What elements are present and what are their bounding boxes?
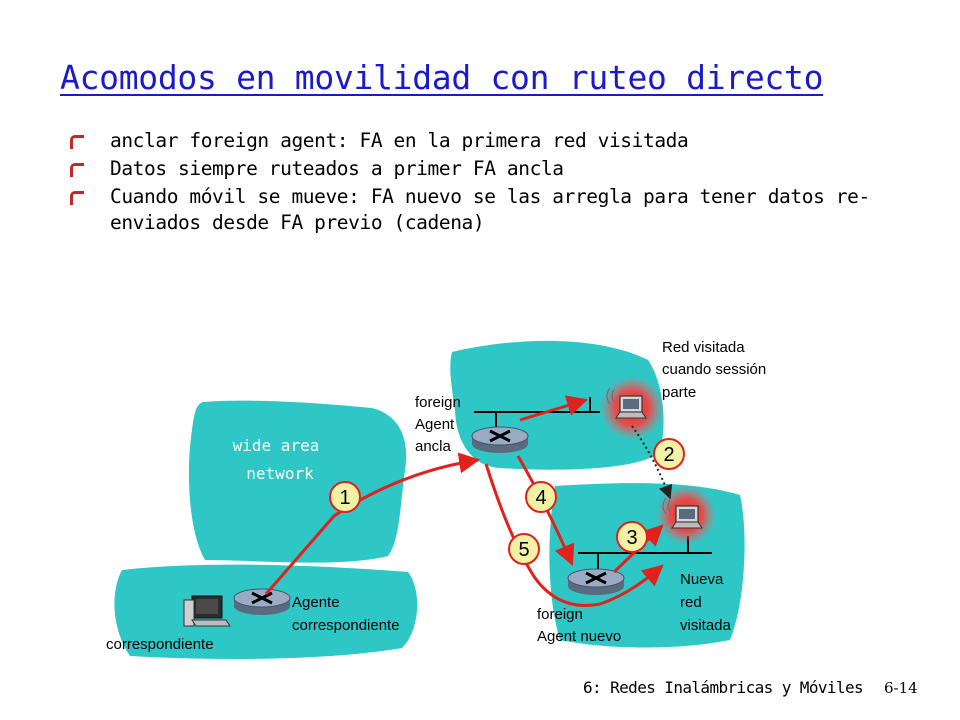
new-fa-label: Agent nuevo xyxy=(537,628,621,645)
footer-text: 6: Redes Inalámbricas y Móviles xyxy=(583,678,864,697)
wan-label: network xyxy=(246,464,314,483)
anchor-fa-label: foreign xyxy=(415,394,461,411)
new-router-icon xyxy=(567,568,625,595)
svg-text:2: 2 xyxy=(663,444,674,466)
correspondent-label: correspondiente xyxy=(106,636,214,653)
step-badge-4: 4 xyxy=(525,481,557,513)
step-badge-1: 1 xyxy=(329,481,361,513)
new-network-label: visitada xyxy=(680,617,732,634)
visited-network-label: Red visitada xyxy=(662,339,745,356)
bullet-list: anclar foreign agent: FA en la primera r… xyxy=(70,128,930,238)
correspondent-computer-icon xyxy=(183,595,231,627)
bullet-item: anclar foreign agent: FA en la primera r… xyxy=(70,128,930,154)
new-fa-label: foreign xyxy=(537,606,583,623)
bullet-item: Datos siempre ruteados a primer FA ancla xyxy=(70,156,930,182)
mobile-laptop-old-icon xyxy=(606,387,647,419)
bullet-icon xyxy=(70,135,84,149)
svg-text:3: 3 xyxy=(626,527,637,549)
bullet-icon xyxy=(70,191,84,205)
slide-title: Acomodos en movilidad con ruteo directo xyxy=(60,58,824,97)
page-number: 6-14 xyxy=(884,679,918,697)
step-badge-5: 5 xyxy=(508,533,540,565)
step-badge-2: 2 xyxy=(653,438,685,470)
mobile-laptop-new-icon xyxy=(662,497,703,529)
new-network-label: red xyxy=(680,594,702,611)
anchor-fa-label: Agent xyxy=(415,416,455,433)
bullet-item: Cuando móvil se mueve: FA nuevo se las a… xyxy=(70,184,930,236)
correspondent-router-icon xyxy=(233,588,291,615)
svg-text:1: 1 xyxy=(339,487,350,509)
visited-network-label: parte xyxy=(662,384,696,401)
wan-label: wide area xyxy=(233,436,320,455)
correspondent-agent-label: correspondiente xyxy=(292,617,400,634)
bullet-icon xyxy=(70,163,84,177)
arrow-anchor-to-old xyxy=(519,395,589,422)
visited-network-label: cuando sessión xyxy=(662,361,766,378)
anchor-fa-label: ancla xyxy=(415,438,452,455)
anchor-router-icon xyxy=(471,426,529,453)
step-badge-3: 3 xyxy=(616,521,648,553)
correspondent-agent-label: Agente xyxy=(292,594,340,611)
wide-area-network-cloud xyxy=(188,400,407,563)
new-network-label: Nueva xyxy=(680,571,724,588)
svg-text:5: 5 xyxy=(518,539,529,561)
svg-text:4: 4 xyxy=(535,487,546,509)
arrow-step-5 xyxy=(484,463,664,607)
